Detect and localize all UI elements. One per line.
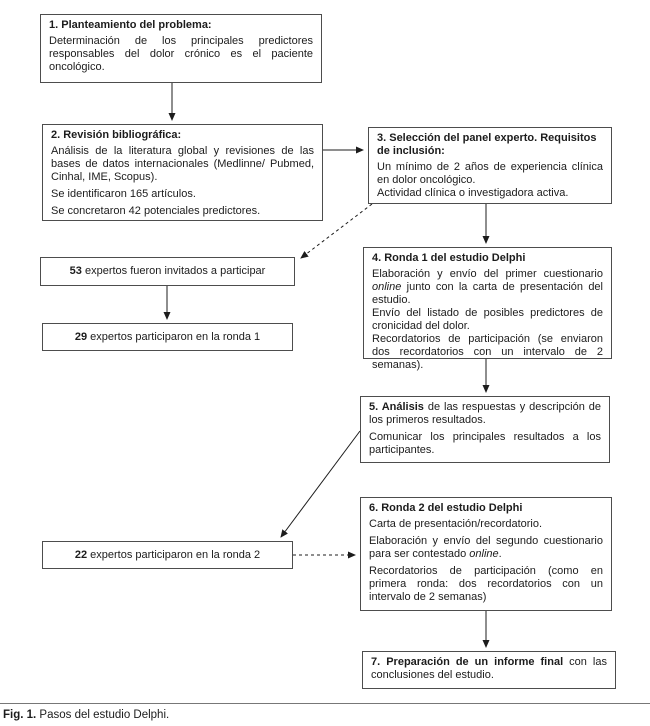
step2-box: 2. Revisión bibliográfica: Análisis de l… bbox=[42, 124, 323, 221]
step4-text-1: Elaboración y envío del primer cuestiona… bbox=[372, 268, 603, 306]
experts-round2-number: 22 bbox=[74, 548, 88, 561]
step2-text-2: Se identificaron 165 artículos. bbox=[51, 188, 196, 200]
figure-caption: Fig. 1. Pasos del estudio Delphi. bbox=[3, 708, 169, 722]
step6-box: 6. Ronda 2 del estudio Delphi Carta de p… bbox=[360, 497, 612, 611]
online-italic: online bbox=[372, 281, 402, 293]
step4-box: 4. Ronda 1 del estudio Delphi Elaboració… bbox=[363, 247, 612, 371]
experts-round1-box: 29 expertos participaron en la ronda 1 bbox=[42, 323, 293, 351]
step1-box: 1. Planteamiento del problema: Determina… bbox=[40, 14, 322, 83]
step1-title: 1. Planteamiento del problema: bbox=[49, 19, 212, 31]
step5-title: 5. Análisis bbox=[369, 401, 424, 413]
step7-box: 7. Preparación de un informe final con l… bbox=[362, 651, 616, 689]
experts-round1-number: 29 bbox=[74, 330, 88, 343]
step6-text-1: Carta de presentación/recordatorio. bbox=[369, 518, 543, 530]
step4-text-3: Recordatorios de participación (se envia… bbox=[372, 333, 603, 371]
step3-box: 3. Selección del panel experto. Requisit… bbox=[368, 127, 612, 204]
step2-text-3: Se concretaron 42 potenciales predictore… bbox=[51, 205, 261, 217]
step5-text-1: 5. Análisis de las respuestas y descripc… bbox=[369, 401, 601, 426]
step2-title: 2. Revisión bibliográfica: bbox=[51, 129, 182, 141]
step7-title: 7. Preparación de un informe final bbox=[371, 656, 564, 668]
step2-text-1: Análisis de la literatura global y revis… bbox=[51, 145, 314, 183]
step7-text: 7. Preparación de un informe final con l… bbox=[371, 656, 607, 681]
experts-invited-box: 53 expertos fueron invitados a participa… bbox=[40, 257, 295, 286]
experts-invited-number: 53 bbox=[69, 265, 82, 277]
step1-text: Determinación de los principales predict… bbox=[49, 35, 313, 73]
experts-round2-box: 22 expertos participaron en la ronda 2 bbox=[42, 541, 293, 569]
caption-divider bbox=[0, 703, 650, 704]
online-italic: online bbox=[469, 548, 499, 560]
step3-text-2: Actividad clínica o investigadora activa… bbox=[377, 187, 569, 199]
step3-text-1: Un mínimo de 2 años de experiencia clíni… bbox=[377, 161, 603, 186]
experts-invited-text: expertos fueron invitados a participar bbox=[81, 265, 266, 277]
step6-text-2: Elaboración y envío del segundo cuestion… bbox=[369, 535, 603, 560]
step4-text-2: Envío del listado de posibles predictore… bbox=[372, 307, 603, 332]
caption-label: Fig. 1. bbox=[3, 709, 37, 721]
step6-title: 6. Ronda 2 del estudio Delphi bbox=[369, 502, 523, 514]
step5-box: 5. Análisis de las respuestas y descripc… bbox=[360, 396, 610, 463]
caption-text: Pasos del estudio Delphi. bbox=[36, 709, 170, 721]
experts-round1-text: expertos participaron en la ronda 1 bbox=[87, 330, 261, 343]
step6-text-3: Recordatorios de participación (como en … bbox=[369, 565, 603, 603]
experts-round2-text: expertos participaron en la ronda 2 bbox=[87, 548, 261, 561]
step5-text-2: Comunicar los principales resultados a l… bbox=[369, 431, 601, 456]
step3-title: 3. Selección del panel experto. Requisit… bbox=[377, 132, 597, 157]
step4-title: 4. Ronda 1 del estudio Delphi bbox=[372, 252, 526, 264]
